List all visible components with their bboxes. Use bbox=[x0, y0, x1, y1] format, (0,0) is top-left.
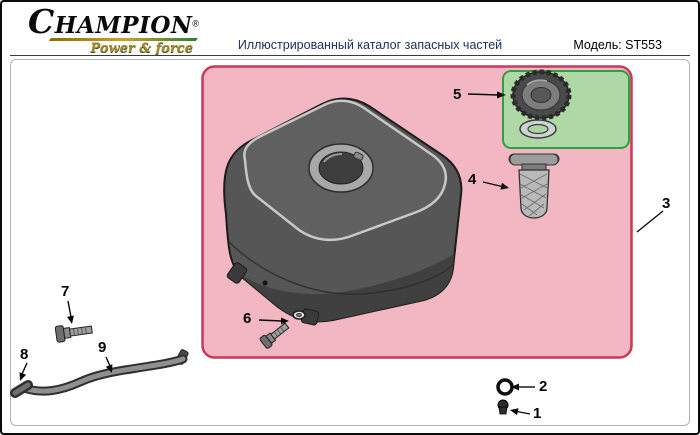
leader-line-7 bbox=[67, 300, 72, 318]
tank-bolt-hole bbox=[262, 280, 268, 286]
leader-line-1 bbox=[516, 410, 531, 415]
arrowhead-7 bbox=[67, 315, 74, 324]
header-divider bbox=[10, 55, 690, 56]
callout-1: 1 bbox=[533, 405, 542, 422]
callout-6: 6 bbox=[243, 310, 252, 327]
tank-mount-tab-left bbox=[226, 262, 248, 284]
arrowhead-5 bbox=[497, 91, 506, 99]
leader-line-3 bbox=[636, 210, 664, 233]
leader-lines bbox=[19, 91, 664, 416]
page-title: Иллюстрированный каталог запасных частей bbox=[237, 38, 503, 52]
fuel-cap-illustration bbox=[510, 69, 572, 121]
fuel-strainer-illustration bbox=[508, 153, 560, 219]
fuel-filler-neck bbox=[308, 143, 374, 193]
brand-tagline: Power & force bbox=[90, 40, 194, 56]
arrowhead-4 bbox=[500, 182, 509, 190]
leader-line-5 bbox=[467, 93, 500, 96]
cap-gasket-illustration bbox=[519, 119, 557, 139]
fuel-tank-illustration bbox=[223, 97, 463, 326]
arrowhead-9 bbox=[105, 364, 113, 373]
callout-8: 8 bbox=[20, 346, 29, 363]
tank-lower-band bbox=[240, 254, 454, 322]
arrowhead-8 bbox=[19, 372, 27, 381]
brand-logo: CHAMPION® Power & force bbox=[28, 4, 203, 56]
leader-line-9 bbox=[105, 356, 111, 367]
callout-2: 2 bbox=[539, 378, 548, 395]
bolt-6-illustration bbox=[259, 310, 306, 349]
callout-4: 4 bbox=[468, 171, 477, 188]
leader-line-4 bbox=[482, 181, 503, 188]
arrowhead-1 bbox=[510, 408, 519, 416]
leader-line-6 bbox=[258, 319, 283, 322]
brand-name: CHAMPION bbox=[28, 2, 193, 41]
registered-mark: ® bbox=[192, 18, 200, 29]
fuel-hose-illustration bbox=[10, 349, 189, 398]
tank-seam-line bbox=[228, 241, 455, 295]
arrowhead-2 bbox=[511, 383, 519, 391]
callout-7: 7 bbox=[61, 283, 70, 300]
arrowhead-6 bbox=[281, 317, 289, 325]
bolt-7-illustration bbox=[54, 325, 93, 343]
model-label: Модель: ST553 bbox=[573, 38, 662, 52]
strainer-mesh bbox=[519, 173, 548, 217]
callout-9: 9 bbox=[98, 339, 107, 356]
callout-3: 3 bbox=[662, 195, 671, 212]
sealing-ring-illustration bbox=[496, 378, 514, 396]
leader-line-8 bbox=[21, 362, 28, 375]
callout-5: 5 bbox=[453, 86, 462, 103]
valve-illustration bbox=[497, 399, 509, 415]
